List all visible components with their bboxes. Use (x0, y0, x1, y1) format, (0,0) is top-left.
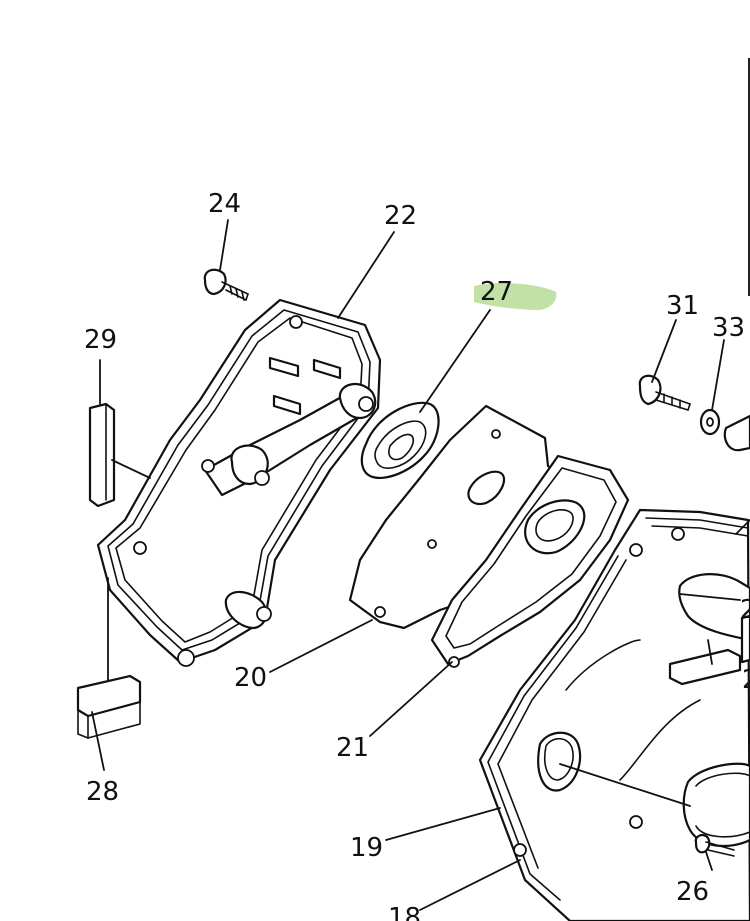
callout-31: 31 (666, 291, 699, 321)
callout-27-highlight (474, 283, 557, 310)
washer-part-33 (699, 408, 721, 436)
callout-2-upper: 2 (740, 595, 750, 625)
collar-part (723, 414, 750, 452)
callout-21: 21 (336, 733, 369, 763)
ring-part (682, 762, 750, 847)
pad-part-28 (76, 674, 142, 739)
bolt-part-26 (694, 833, 735, 857)
callout-24: 24 (208, 189, 241, 219)
callout-29: 29 (84, 325, 117, 355)
cover-part-19 (478, 508, 750, 921)
callout-2-lower: 2 (742, 665, 750, 695)
callout-18: 18 (388, 903, 421, 921)
callout-27: 27 (480, 277, 513, 307)
gasket-part-20 (348, 404, 567, 630)
leader-lines (91, 219, 750, 911)
gasket-part-27 (360, 401, 440, 480)
pad-part-29 (88, 402, 116, 508)
callout-33: 33 (712, 313, 745, 343)
frame-edge (748, 58, 750, 296)
callout-28: 28 (86, 777, 119, 807)
gasket-part-21 (430, 454, 630, 668)
callout-19: 19 (350, 833, 383, 863)
callout-22: 22 (384, 201, 417, 231)
callout-26: 26 (676, 877, 709, 907)
callout-20: 20 (234, 663, 267, 693)
bolt-part-31 (638, 374, 691, 411)
pad-part-right (668, 614, 750, 686)
bolt-part-24 (203, 268, 249, 301)
cover-part-22 (96, 298, 382, 667)
